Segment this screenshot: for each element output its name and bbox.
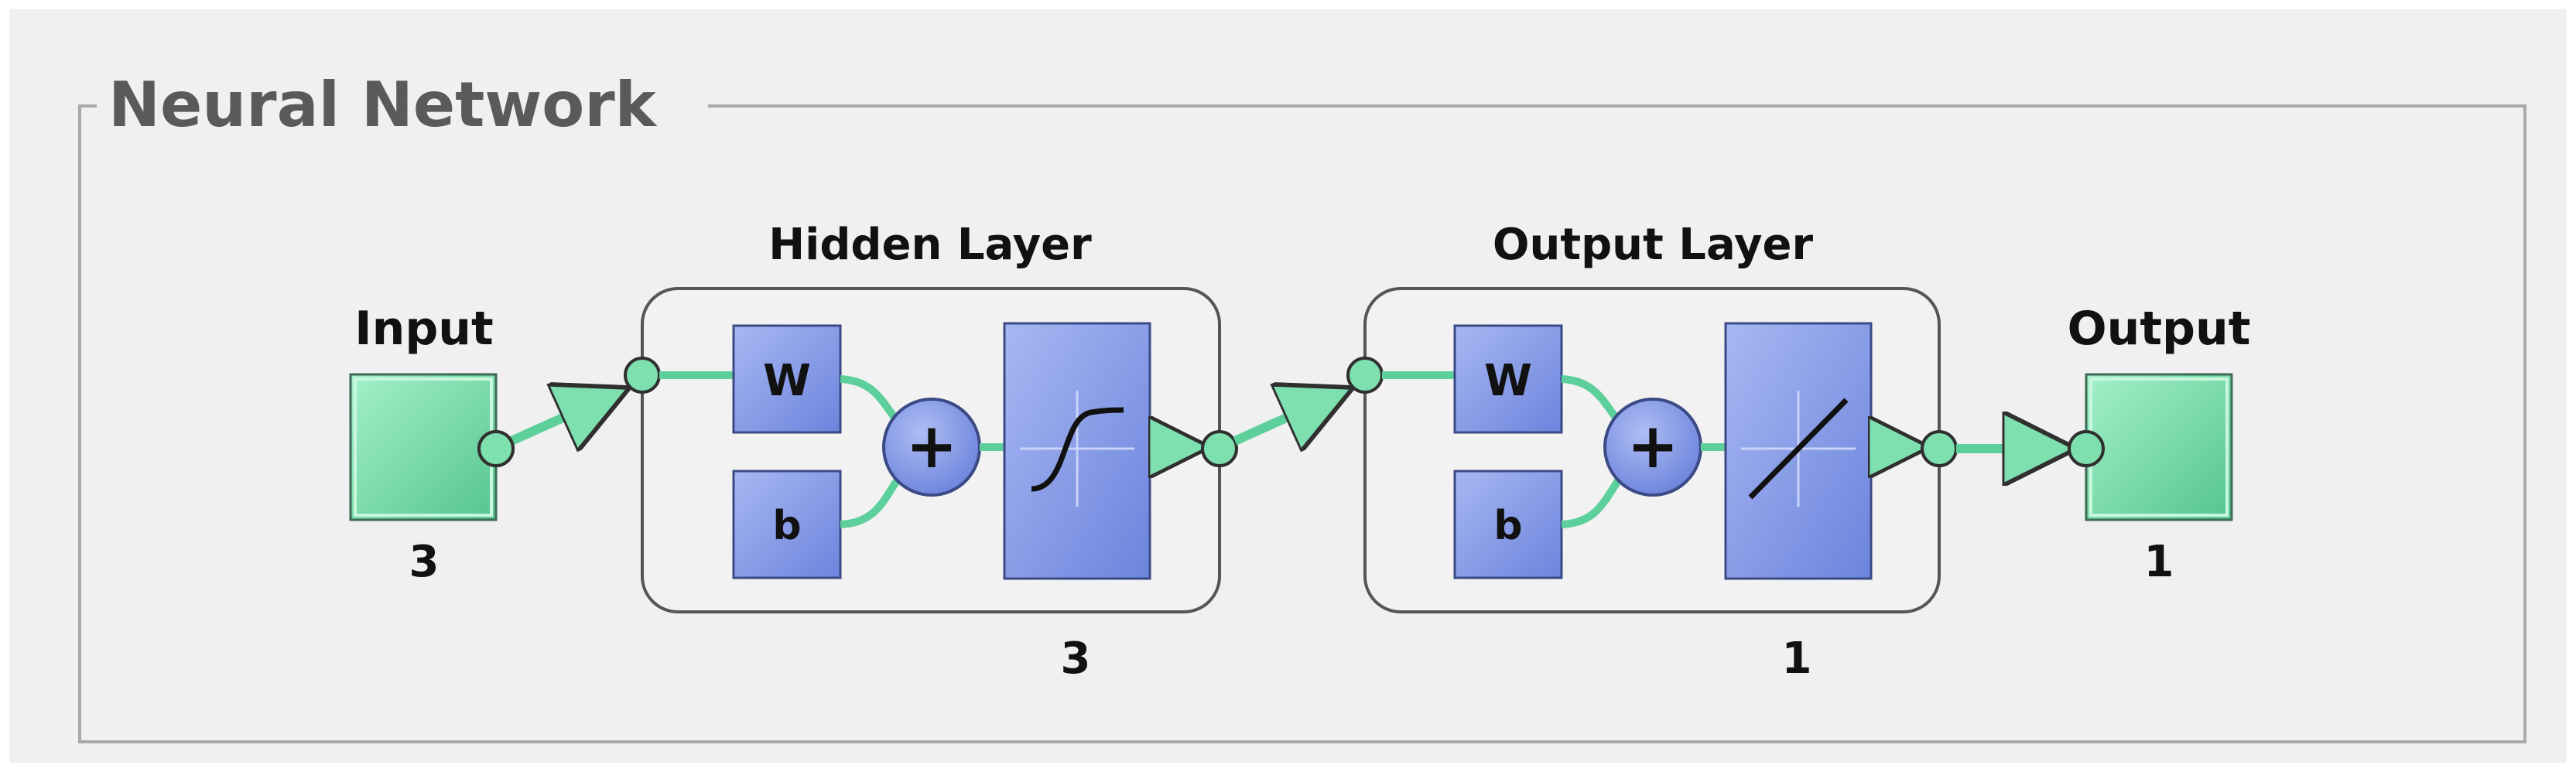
output-layer-output-port (1921, 430, 1958, 467)
linear-function-icon (1748, 398, 1849, 500)
output-layer-title: Output Layer (1493, 220, 1814, 270)
panel-title: Neural Network (108, 69, 658, 141)
hidden-weight-label: W (763, 356, 811, 406)
output-layer-size: 1 (1782, 634, 1812, 684)
output-node (2085, 373, 2233, 521)
input-to-hidden-connector (509, 391, 623, 441)
output-label: Output (2068, 302, 2251, 356)
input-node (349, 373, 498, 521)
panel-frame (78, 104, 2526, 743)
output-port-front (2068, 430, 2105, 467)
hidden-bias-to-sum-curve (840, 477, 901, 528)
output-layer-input-port (1346, 357, 1384, 394)
hidden-sum-symbol: + (905, 410, 957, 482)
output-bias-label: b (1493, 503, 1522, 549)
output-bias-block (1453, 470, 1563, 579)
panel-title-gap (97, 77, 708, 132)
hidden-bias-label: b (772, 503, 801, 549)
output-bias-to-sum-curve (1561, 477, 1623, 528)
output-sum-symbol: + (1627, 410, 1678, 482)
hidden-to-output-connector (1233, 391, 1346, 441)
input-port-front (477, 430, 515, 467)
output-weight-to-sum-curve (1561, 375, 1622, 425)
hidden-layer-input-port (624, 357, 661, 394)
sigmoid-curve-icon (1031, 407, 1124, 492)
hidden-layer-title: Hidden Layer (768, 220, 1092, 270)
hidden-layer-output-port (1201, 430, 1238, 467)
output-weight-block (1453, 324, 1563, 434)
output-weight-label: W (1484, 356, 1532, 406)
input-label: Input (354, 302, 493, 356)
hidden-layer-size: 3 (1061, 634, 1091, 684)
hidden-weight-to-sum-curve (840, 375, 901, 425)
output-size: 1 (2144, 537, 2174, 587)
input-size: 3 (409, 537, 440, 587)
